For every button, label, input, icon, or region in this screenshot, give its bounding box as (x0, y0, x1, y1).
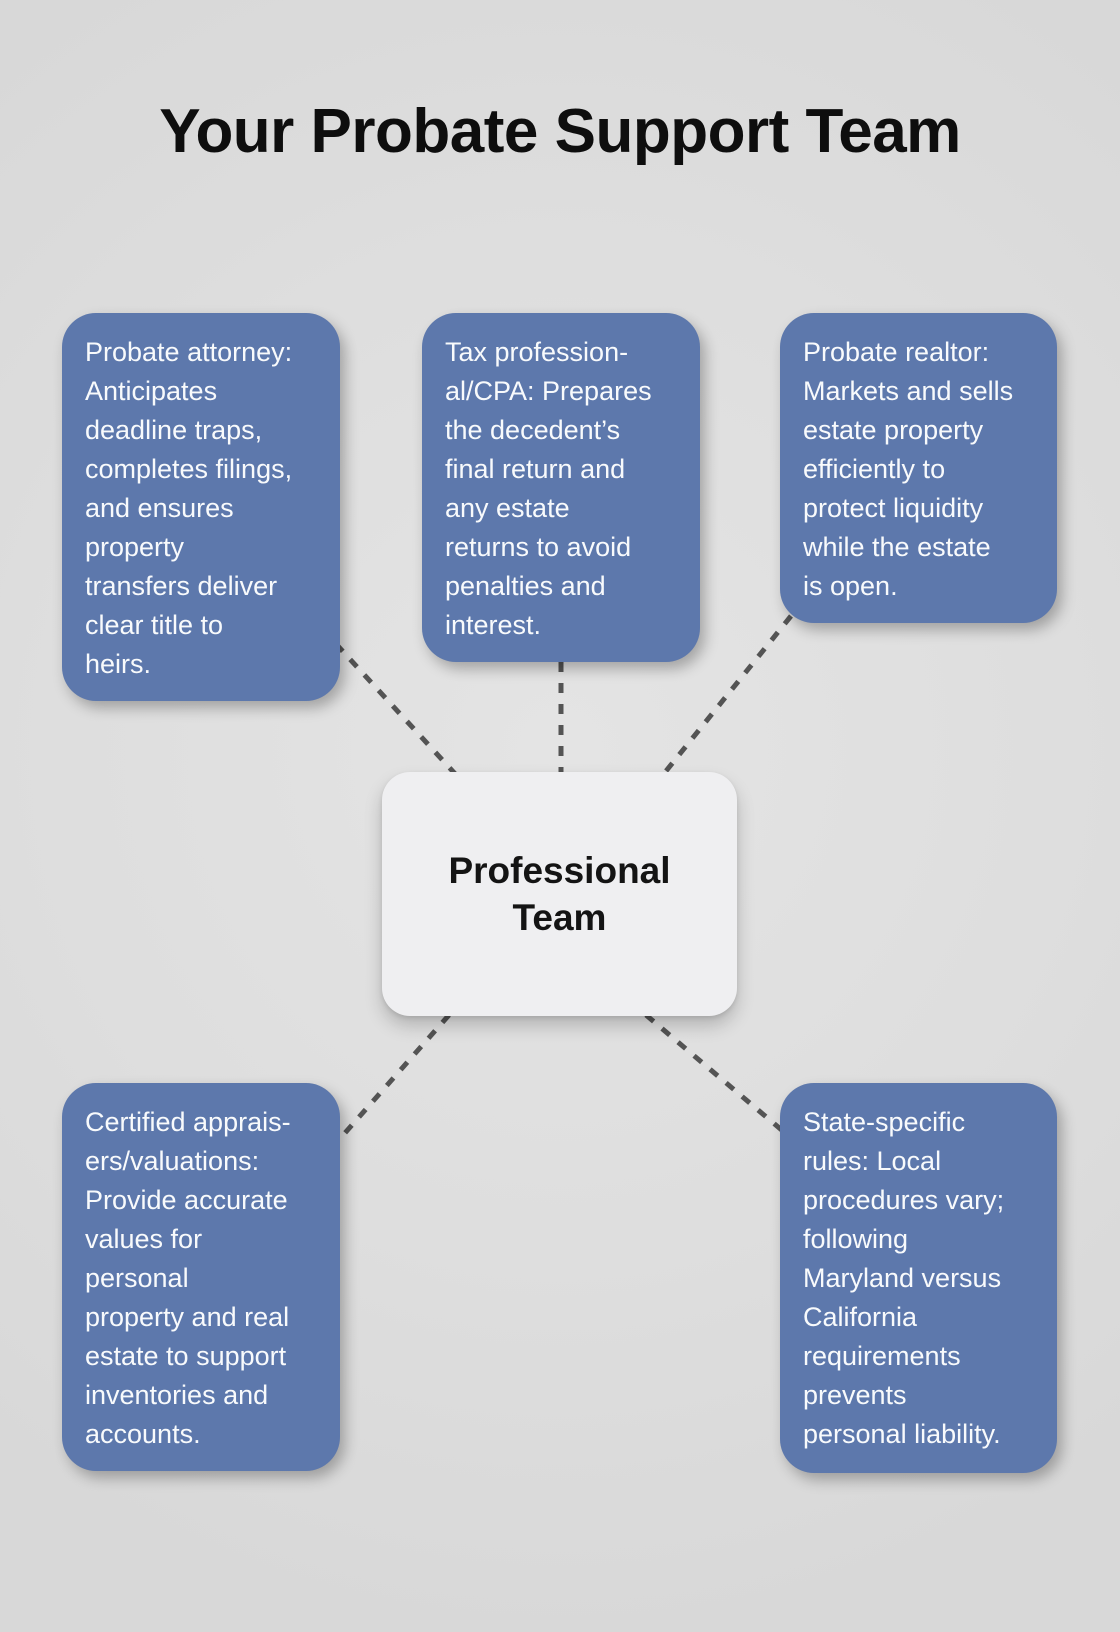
node-probate-attorney-text: Probate attorney: Anticipates deadline t… (85, 337, 293, 679)
node-certified-appraisers-text: Certified apprais- ers/valuations: Provi… (85, 1107, 291, 1449)
node-tax-professional-cpa: Tax profession- al/CPA: Prepares the dec… (422, 313, 700, 662)
node-state-specific-rules-text: State-specific rules: Local procedures v… (803, 1107, 1005, 1449)
node-tax-professional-cpa-text: Tax profession- al/CPA: Prepares the dec… (445, 337, 652, 640)
node-state-specific-rules: State-specific rules: Local procedures v… (780, 1083, 1057, 1473)
connector-realtor-line (660, 614, 793, 778)
node-professional-team-label: Professional Team (448, 850, 671, 938)
node-probate-realtor: Probate realtor: Markets and sells estat… (780, 313, 1057, 623)
connector-rules-line (644, 1013, 786, 1134)
page-title: Your Probate Support Team (159, 97, 961, 166)
connector-appraisers-line (335, 1013, 451, 1144)
connector-attorney-line (334, 642, 460, 779)
node-certified-appraisers: Certified apprais- ers/valuations: Provi… (62, 1083, 340, 1471)
node-probate-realtor-text: Probate realtor: Markets and sells estat… (803, 337, 1014, 601)
node-probate-attorney: Probate attorney: Anticipates deadline t… (62, 313, 340, 701)
node-professional-team: Professional Team (382, 772, 737, 1016)
